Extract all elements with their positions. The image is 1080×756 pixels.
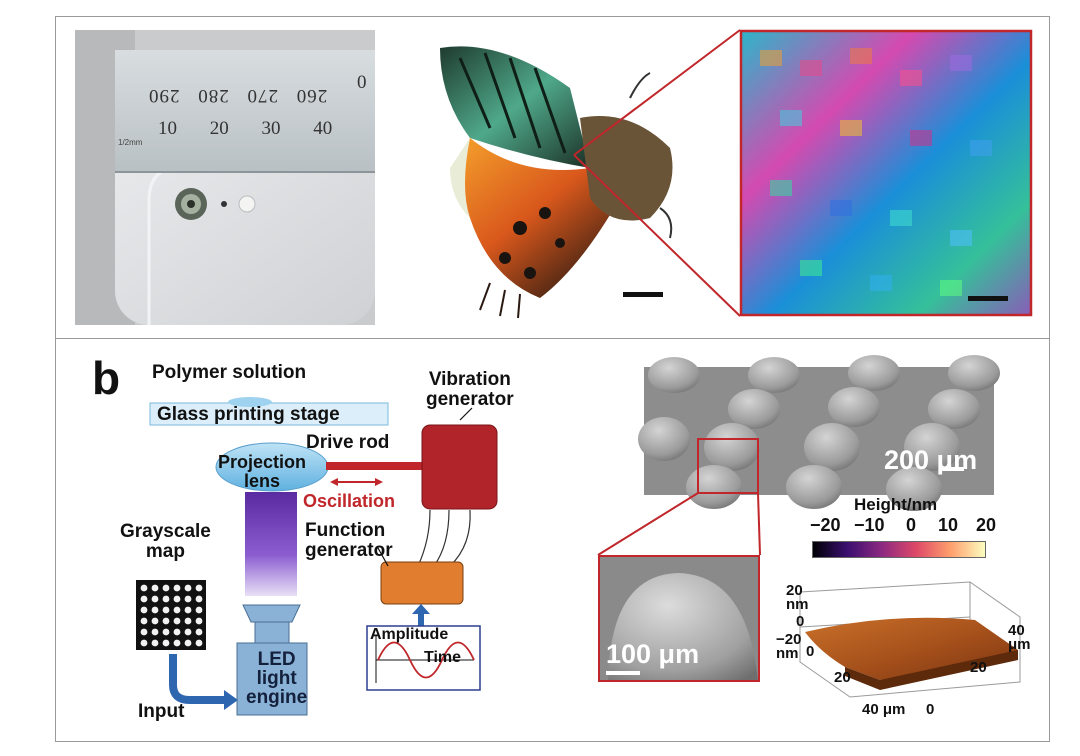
colorbar-tick-0: 0: [906, 515, 917, 535]
grayscale-dot: [140, 617, 148, 625]
grayscale-dot: [195, 606, 203, 614]
grayscale-dot: [173, 606, 181, 614]
surf-x-tick-20: 20: [834, 669, 851, 686]
grayscale-dot: [195, 617, 203, 625]
grayscale-dot: [184, 639, 192, 647]
grayscale-dot: [173, 628, 181, 636]
sem-scale-small: 100 μm: [606, 639, 700, 669]
function-generator-label: Function generator: [305, 520, 393, 561]
ruler-bottom-ticks: 10 20 30 40: [158, 118, 332, 140]
amplitude-label: Amplitude: [370, 626, 449, 643]
glass-stage-label: Glass printing stage: [157, 404, 340, 425]
grayscale-dot: [184, 584, 192, 592]
grayscale-dot: [140, 628, 148, 636]
ruler-tick-40: 40: [313, 118, 333, 139]
grayscale-dot: [140, 639, 148, 647]
ruler-tick-30: 30: [261, 118, 281, 139]
grayscale-dot: [184, 595, 192, 603]
colorbar-title: Height/nm: [854, 495, 938, 514]
sem-scale-large: 200 μm: [884, 445, 978, 475]
oscillation-label: Oscillation: [303, 491, 396, 511]
surf-z-tick-m20: −20 nm: [776, 631, 802, 663]
surf-z-tick-0: 0: [796, 613, 805, 630]
grayscale-dot: [173, 595, 181, 603]
surf-y-tick-0: 0: [926, 701, 935, 718]
led-engine-label: LED light engine: [246, 649, 308, 708]
ruler-mm-mark: 1/2mm: [118, 138, 143, 147]
panel-divider: [55, 338, 1050, 339]
grayscale-dot: [151, 639, 159, 647]
grayscale-map-label: Grayscale map: [120, 521, 211, 562]
surf-y-tick-20: 20: [970, 659, 987, 676]
grayscale-dot: [151, 628, 159, 636]
surf-z-tick-20: 20 nm: [786, 582, 809, 614]
micrograph-scale-bar: [968, 296, 1008, 301]
grayscale-dot: [173, 584, 181, 592]
grayscale-dot: [151, 595, 159, 603]
figure-frame: [55, 16, 1050, 742]
grayscale-dot: [162, 628, 170, 636]
grayscale-dot: [195, 628, 203, 636]
grayscale-dot: [162, 639, 170, 647]
grayscale-dot: [184, 606, 192, 614]
ruler-top-partial: 0: [357, 72, 367, 93]
grayscale-dot: [151, 606, 159, 614]
drive-rod-label: Drive rod: [306, 432, 390, 453]
time-label: Time: [424, 649, 462, 666]
vibration-generator-label: Vibration generator: [426, 369, 514, 410]
projection-lens-label: Projection lens: [218, 452, 307, 491]
colorbar-tick-20: 20: [976, 515, 997, 535]
sem-image-large: [638, 355, 1000, 511]
afm-surface-plot: [799, 581, 1021, 698]
colorbar-tick-m10: −10: [854, 515, 885, 535]
grayscale-dot: [162, 606, 170, 614]
colorbar-tick-10: 10: [938, 515, 959, 535]
grayscale-dot: [162, 595, 170, 603]
input-label: Input: [138, 701, 185, 722]
panel-b-letter: b: [92, 352, 121, 404]
moth-scale-bar: [623, 292, 663, 297]
ruler-tick-10: 10: [158, 118, 177, 139]
ruler-tick-20: 20: [209, 118, 229, 139]
grayscale-dot: [184, 617, 192, 625]
sem-image-small: [598, 555, 760, 682]
phone-ruler-photo: [75, 30, 375, 325]
grayscale-dot: [195, 584, 203, 592]
surf-x-tick-40: 40 μm: [862, 701, 906, 718]
grayscale-dot: [140, 606, 148, 614]
grayscale-dot: [162, 584, 170, 592]
scale-micrograph: [739, 29, 1033, 317]
grayscale-dot: [140, 595, 148, 603]
surf-y-tick-40: 40 μm: [1008, 622, 1031, 654]
grayscale-dot: [162, 617, 170, 625]
grayscale-dot: [173, 617, 181, 625]
colorbar-tick-m20: −20: [810, 515, 841, 535]
polymer-solution-label: Polymer solution: [152, 362, 307, 383]
surf-x-tick-0: 0: [806, 643, 815, 660]
grayscale-dot: [140, 584, 148, 592]
moth-photo: [440, 46, 673, 319]
grayscale-dot: [173, 639, 181, 647]
colorbar: [812, 541, 986, 558]
grayscale-dot: [184, 628, 192, 636]
grayscale-dot: [195, 639, 203, 647]
grayscale-dot: [195, 595, 203, 603]
grayscale-dot: [151, 584, 159, 592]
grayscale-dot: [151, 617, 159, 625]
